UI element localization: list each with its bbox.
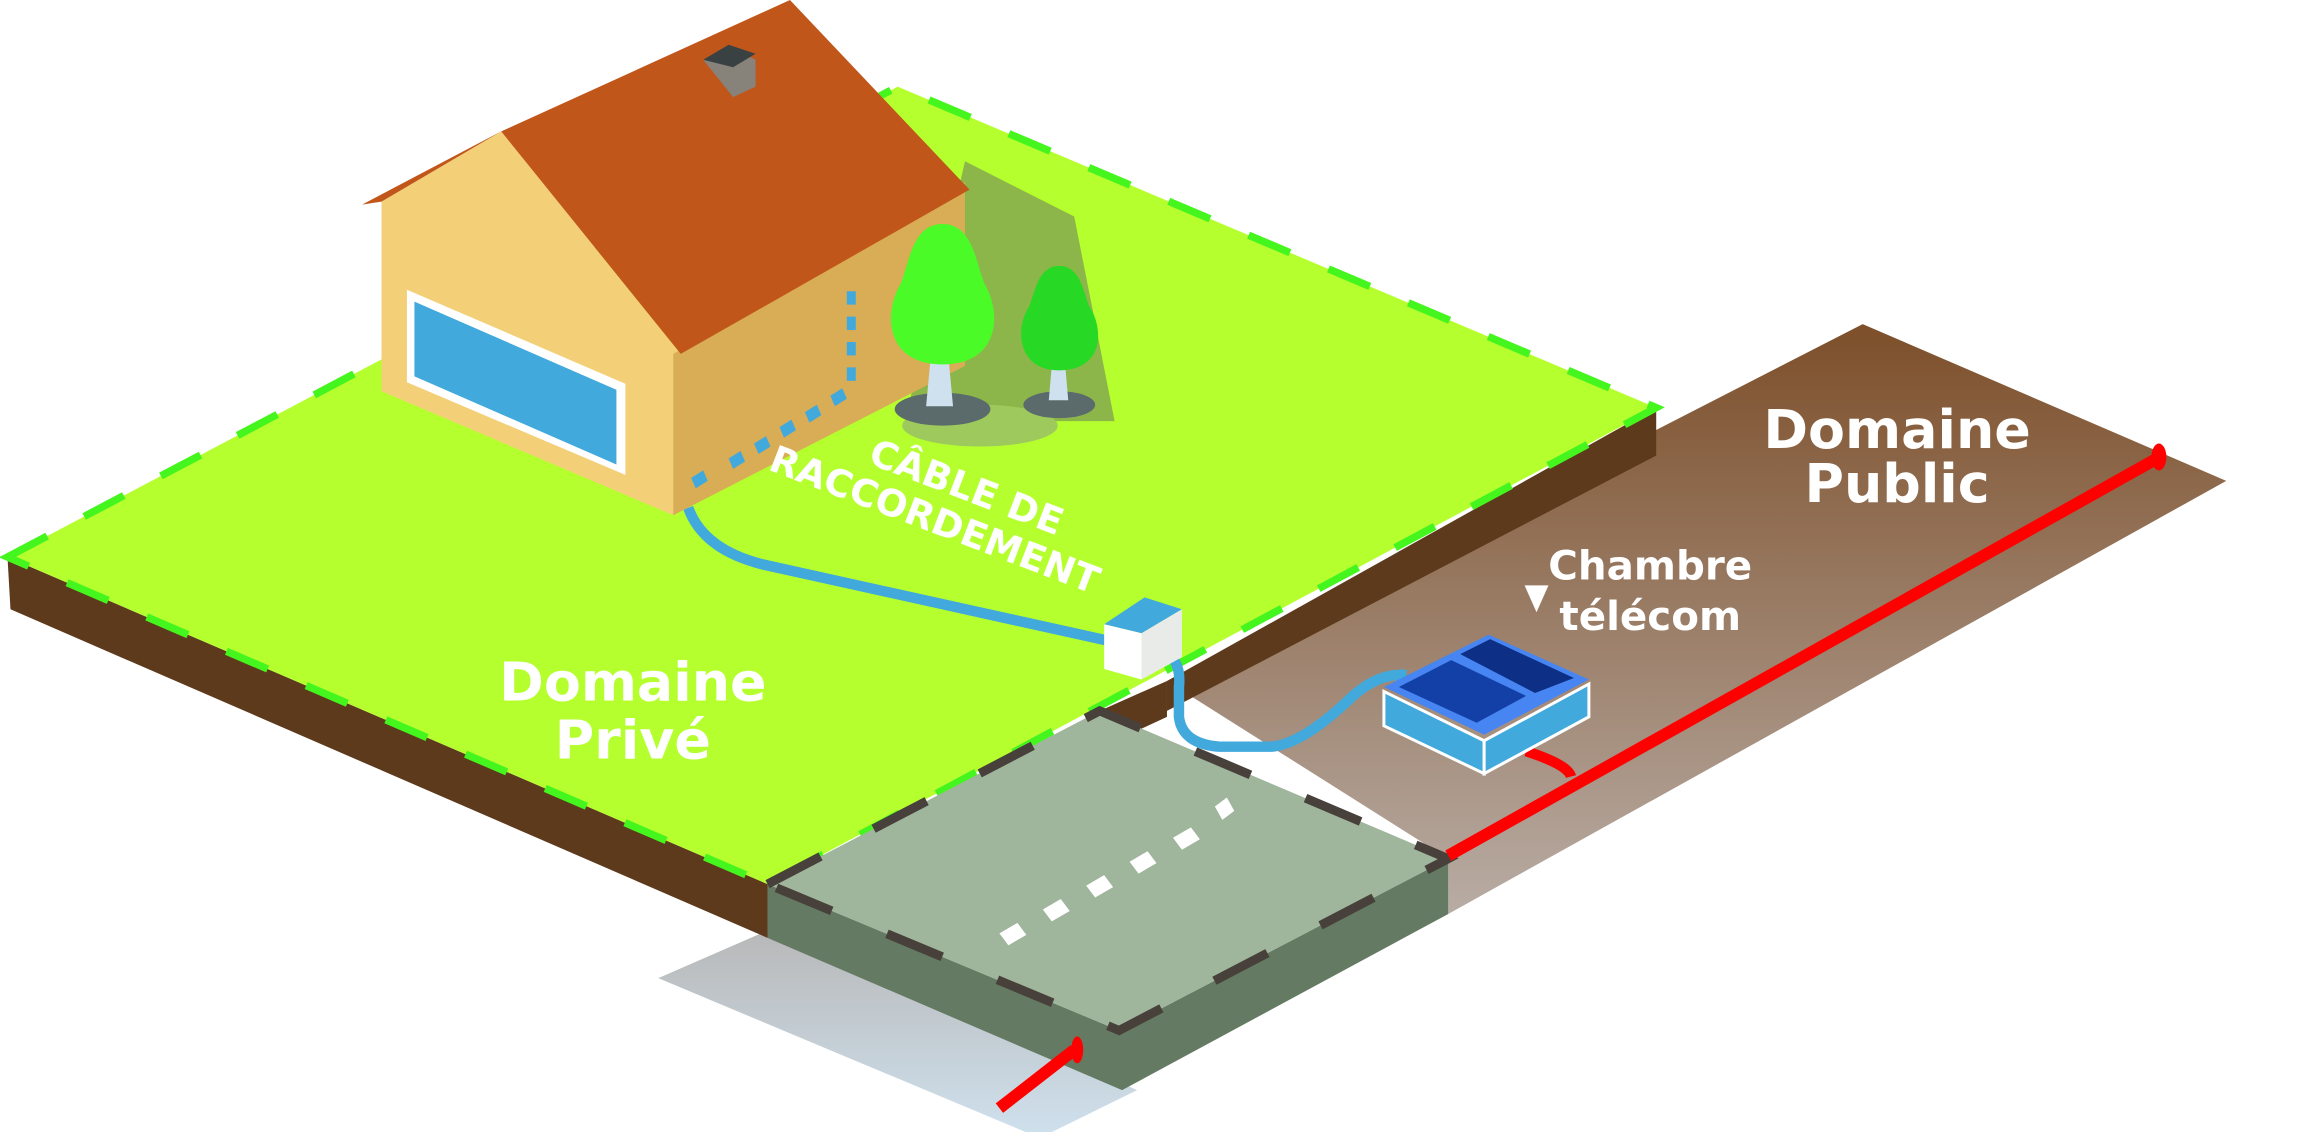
- house-window: [414, 301, 617, 465]
- ground-shadow: [658, 925, 1138, 1132]
- road-center-dashes: [999, 797, 1235, 946]
- chamber-pointer-icon: [1524, 585, 1549, 613]
- road-line-end-cap: [1071, 1036, 1084, 1064]
- private-lawn-border: [0, 82, 1665, 889]
- chamber-lid-panel-2: [1460, 639, 1574, 693]
- private-soil-right: [1166, 407, 1657, 711]
- tree-1-base: [894, 392, 991, 426]
- road-border: [756, 705, 1459, 1036]
- chamber-label-line2: télécom: [1559, 593, 1741, 640]
- network-line-end-cap: [2151, 443, 2167, 471]
- connection-cable-underground: [1157, 644, 1407, 752]
- public-domain-label-line1: Domaine: [1763, 398, 2030, 461]
- connection-box-top: [1104, 597, 1182, 634]
- connection-cable: [683, 505, 1116, 648]
- house-side-wall: [673, 182, 966, 516]
- private-domain-label-line2: Privé: [555, 709, 711, 772]
- private-soil-left: [7, 557, 768, 938]
- tree-1-crown: [890, 224, 995, 365]
- public-domain-ground: [1166, 324, 2227, 914]
- public-network-line: [1445, 454, 2158, 861]
- chimney-side: [703, 52, 756, 98]
- chamber-lid-panel-1: [1398, 660, 1527, 723]
- chamber-side: [1482, 681, 1591, 777]
- chamber-label-line1: Chambre: [1548, 542, 1752, 589]
- tree-2-crown: [1021, 265, 1099, 371]
- house-roof: [501, 0, 970, 354]
- private-lawn: [7, 86, 1657, 885]
- internal-cable-dotted: [691, 291, 856, 489]
- connection-box-side: [1141, 609, 1182, 680]
- tree-2-base: [1023, 391, 1096, 419]
- road-side: [767, 858, 1449, 1091]
- road-network-line: [995, 1045, 1078, 1113]
- private-domain-label-line1: Domaine: [499, 650, 766, 713]
- public-domain-label-line2: Public: [1804, 452, 1989, 515]
- chimney-top: [703, 44, 756, 68]
- tree-2-trunk: [1048, 365, 1069, 401]
- connection-box-front: [1104, 624, 1142, 680]
- tree-1-trunk: [926, 358, 954, 407]
- chamber-branch-line: [1524, 746, 1577, 779]
